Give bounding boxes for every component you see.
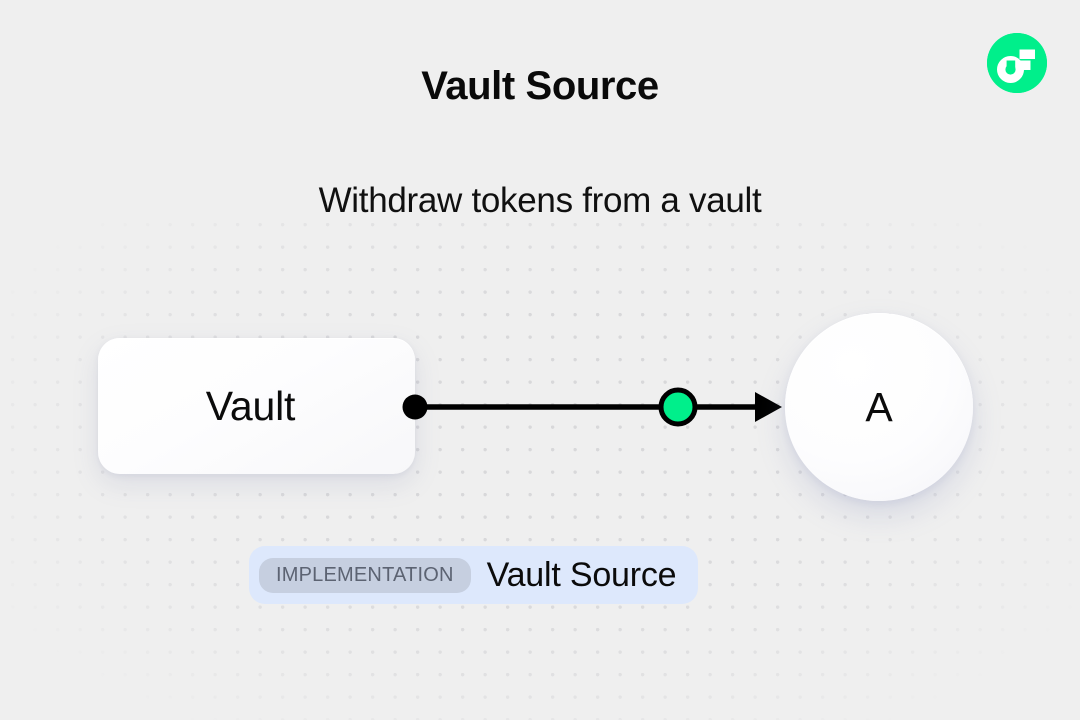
implementation-badge: IMPLEMENTATION Vault Source: [249, 546, 699, 604]
diagram-node-account[interactable]: A: [785, 313, 973, 501]
connector-green-port[interactable]: [658, 387, 698, 427]
vault-node-label: Vault: [205, 382, 296, 429]
page-subtitle: Withdraw tokens from a vault: [318, 181, 762, 220]
page-title: Vault Source: [421, 64, 659, 108]
flow-logo-icon: [987, 33, 1047, 93]
diagram-node-vault[interactable]: Vault: [98, 338, 415, 474]
diagram-connector[interactable]: [395, 378, 795, 436]
implementation-tag-label: IMPLEMENTATION: [259, 557, 471, 593]
implementation-name-label: Vault Source: [486, 555, 677, 594]
arrow-right-icon: [755, 392, 782, 422]
account-node-label: A: [865, 383, 893, 430]
